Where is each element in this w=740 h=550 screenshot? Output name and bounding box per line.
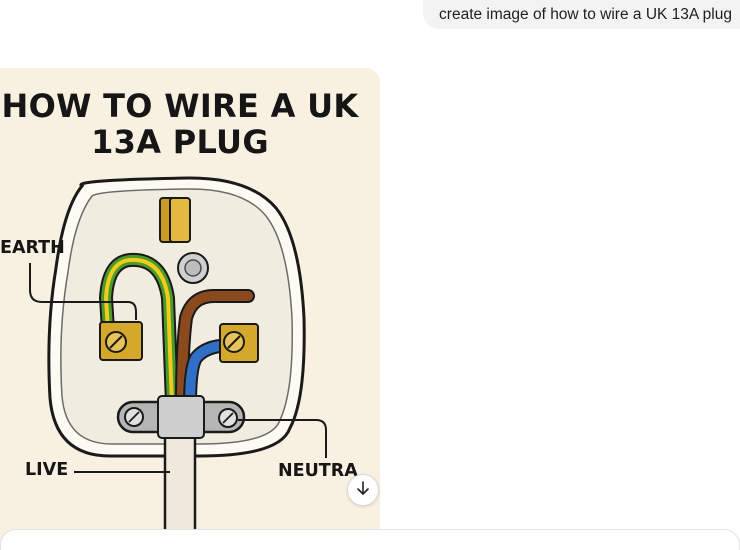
earth-wire [98, 252, 179, 411]
fuse-holder [177, 252, 209, 284]
neutral-label: NEUTRAL [278, 461, 358, 481]
live-wire [175, 289, 255, 411]
earth-leader-line [29, 263, 137, 320]
scroll-down-button[interactable] [347, 474, 379, 506]
earth-terminal [99, 321, 143, 361]
cord-grip [116, 395, 246, 439]
earth-label: EARTH [0, 238, 65, 258]
earth-pin [159, 197, 191, 243]
arrow-down-icon [355, 480, 371, 501]
live-label: LIVE [25, 460, 69, 480]
generated-image[interactable]: HOW TO WIRE A UK 13A PLUG EARTH LIVE NEU… [0, 68, 380, 548]
live-terminal [219, 323, 259, 363]
user-message-bubble: create image of how to wire a UK 13A plu… [423, 0, 740, 29]
image-title: HOW TO WIRE A UK 13A PLUG [0, 88, 360, 160]
user-message-text: create image of how to wire a UK 13A plu… [439, 5, 732, 23]
neutral-wire [183, 339, 227, 413]
image-title-line2: 13A PLUG [91, 123, 269, 161]
neutral-leader-line [238, 419, 327, 458]
plug-diagram [29, 176, 327, 548]
image-title-line1: HOW TO WIRE A UK [1, 87, 359, 125]
message-composer[interactable] [0, 529, 740, 550]
